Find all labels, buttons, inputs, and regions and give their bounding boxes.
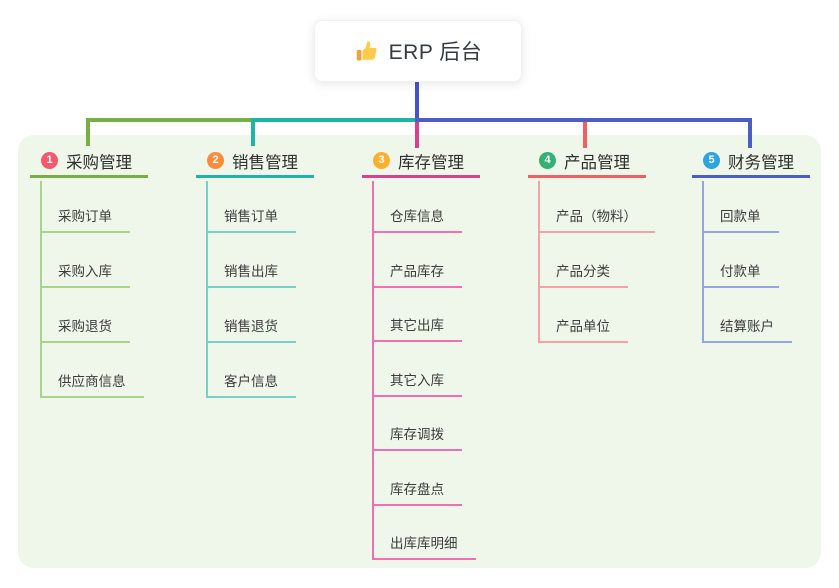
edge-root (415, 82, 419, 120)
branch-sales-spine (206, 181, 208, 398)
branch-product-number-badge: 4 (539, 152, 556, 169)
branch-finance-spine (702, 181, 704, 343)
branch-purchase-spine (40, 181, 42, 398)
branch-inventory-header[interactable]: 3 库存管理 (362, 146, 480, 178)
node-inventory-item[interactable]: 产品库存 (372, 258, 462, 288)
branch-finance-header[interactable]: 5 财务管理 (692, 146, 810, 178)
root-title: ERP 后台 (388, 41, 483, 64)
branch-sales-header[interactable]: 2 销售管理 (196, 146, 314, 178)
branch-product-header[interactable]: 4 产品管理 (528, 146, 646, 178)
node-inventory-item[interactable]: 库存调拨 (372, 421, 462, 451)
node-finance-item[interactable]: 回款单 (702, 203, 779, 233)
node-inventory-item[interactable]: 仓库信息 (372, 203, 462, 233)
node-sales-item[interactable]: 销售退货 (206, 313, 296, 343)
edge-bus-left (86, 118, 253, 122)
node-sales-item[interactable]: 客户信息 (206, 368, 296, 398)
node-purchase-item[interactable]: 采购入库 (40, 258, 130, 288)
node-sales-item[interactable]: 销售出库 (206, 258, 296, 288)
node-inventory-item[interactable]: 其它入库 (372, 367, 462, 397)
node-product-item[interactable]: 产品（物料） (538, 203, 655, 233)
node-purchase-item[interactable]: 采购退货 (40, 313, 130, 343)
edge-drop-purchase (86, 118, 90, 146)
branch-product-spine (538, 181, 540, 343)
branch-purchase-label: 采购管理 (66, 153, 132, 172)
node-sales-item[interactable]: 销售订单 (206, 203, 296, 233)
branch-sales-number-badge: 2 (207, 152, 224, 169)
edge-drop-inventory (415, 122, 419, 148)
branches-panel (18, 135, 821, 568)
branch-finance-number-badge: 5 (703, 152, 720, 169)
edge-drop-sales (251, 118, 255, 146)
node-inventory-item[interactable]: 库存盘点 (372, 476, 462, 506)
thumbs-up-icon (354, 39, 379, 64)
node-product-item[interactable]: 产品单位 (538, 313, 628, 343)
branch-product-label: 产品管理 (564, 153, 630, 172)
node-purchase-item[interactable]: 采购订单 (40, 203, 130, 233)
node-product-item[interactable]: 产品分类 (538, 258, 628, 288)
edge-drop-finance (748, 118, 752, 148)
node-inventory-item[interactable]: 出库库明细 (372, 530, 476, 560)
branch-inventory-number-badge: 3 (373, 152, 390, 169)
root-node[interactable]: ERP 后台 (314, 20, 522, 82)
branch-inventory-label: 库存管理 (398, 153, 464, 172)
branch-sales-label: 销售管理 (232, 153, 298, 172)
edge-drop-product (583, 122, 587, 148)
edge-bus-mid (253, 118, 417, 122)
node-finance-item[interactable]: 付款单 (702, 258, 779, 288)
branch-finance-label: 财务管理 (728, 153, 794, 172)
branch-purchase-header[interactable]: 1 采购管理 (30, 146, 148, 178)
branch-inventory-spine (372, 181, 374, 560)
branch-purchase-number-badge: 1 (41, 152, 58, 169)
node-purchase-item[interactable]: 供应商信息 (40, 368, 144, 398)
node-finance-item[interactable]: 结算账户 (702, 313, 792, 343)
edge-bus-right (415, 118, 752, 122)
node-inventory-item[interactable]: 其它出库 (372, 312, 462, 342)
